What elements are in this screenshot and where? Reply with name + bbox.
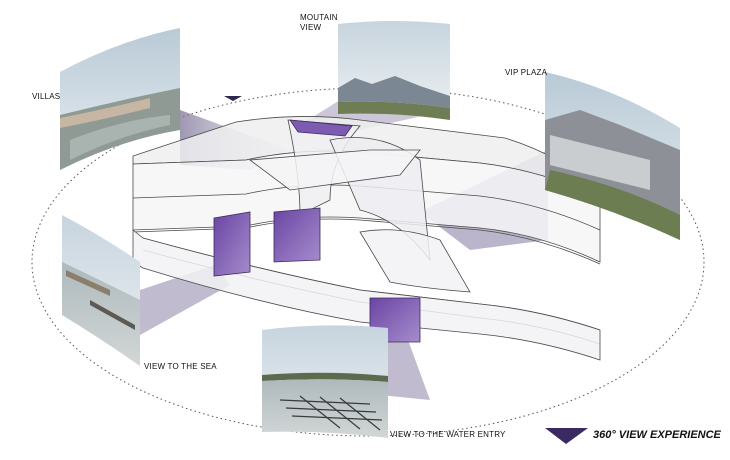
legend-text: 360° VIEW EXPERIENCE (593, 429, 721, 441)
label-villas: VILLAS (32, 92, 61, 101)
photo-mountain (338, 21, 450, 120)
building-massing (132, 116, 601, 361)
photo-vip-plaza (545, 72, 680, 240)
photo-villas (60, 28, 180, 170)
label-vip-plaza: VIP PLAZA (505, 68, 548, 77)
view-cone-triangle-icon (545, 428, 588, 444)
label-sea: VIEW TO THE SEA (144, 362, 217, 371)
label-mountain-line1: MOUTAIN (300, 13, 338, 22)
wing-ramp (359, 229, 471, 293)
label-water-entry: VIEW TO THE WATER ENTRY (390, 430, 506, 439)
label-mountain-line2: VIEW (300, 23, 322, 32)
photo-sea (62, 215, 140, 366)
void-top (289, 119, 353, 137)
lower-body (132, 229, 601, 361)
photo-water-entry (262, 325, 388, 438)
bridge-ramp (248, 149, 421, 191)
view-marker-icon (224, 96, 242, 101)
void-center (273, 207, 321, 263)
void-left (213, 211, 251, 277)
view-orbit-ellipse (31, 87, 705, 437)
